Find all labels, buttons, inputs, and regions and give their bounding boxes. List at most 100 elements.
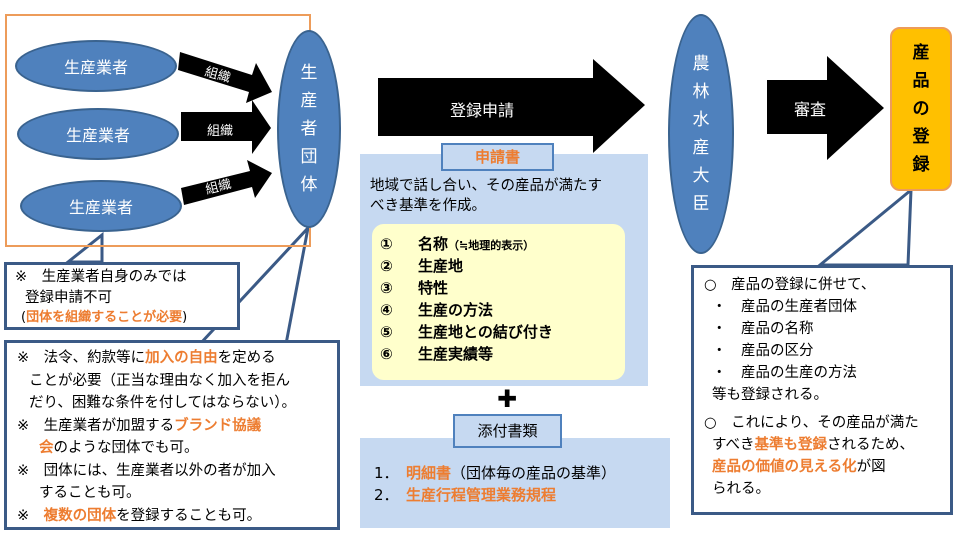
callout-line: ○ これにより、その産品が満た <box>704 415 919 431</box>
attachment-item: 2． 生産行程管理業務規程 <box>374 484 616 506</box>
note-text: することも可。 <box>39 485 141 501</box>
callout-text: されるため、 <box>827 437 914 453</box>
emphasis-text: 複数の団体 <box>43 507 117 524</box>
registration-bullet: ・ 産品の名称 <box>712 321 814 337</box>
producer-group-char: 者 <box>300 119 318 139</box>
callout-producer-only: ※ 生産業者自身のみでは 登録申請不可 (団体を組織することが必要) <box>4 262 240 330</box>
application-item: ② 生産地 <box>380 256 625 278</box>
emphasis-text: 団体を組織することが必要 <box>26 310 183 325</box>
producer-ellipse-1: 生産業者 <box>15 40 177 92</box>
minister-char: 林 <box>692 82 710 102</box>
callout-line: 登録申請不可 <box>25 290 112 306</box>
callout-tail-3 <box>815 186 913 267</box>
callout-text: すべき <box>712 437 755 453</box>
attachments-tag-label: 添付書類 <box>477 422 538 440</box>
organize-arrow-2 <box>181 100 271 154</box>
apply-arrow <box>378 59 645 153</box>
minister-char: 農 <box>692 54 710 74</box>
note-text: を登録することも可。 <box>116 507 262 524</box>
callout-text: が図 <box>856 459 886 475</box>
registration-char: の <box>912 99 930 119</box>
item-note: （≒地理的表示） <box>448 239 535 252</box>
producer-group-char: 体 <box>300 175 318 195</box>
item-label: 名称 <box>418 235 449 253</box>
attachments-tag: 添付書類 <box>453 414 562 448</box>
registration-bullet: ・ 産品の生産者団体 <box>712 299 857 315</box>
item-number: ② <box>380 257 393 275</box>
emphasis-text: 会 <box>39 440 54 456</box>
producer-label: 生産業者 <box>63 58 128 77</box>
item-label: 生産の方法 <box>418 301 494 319</box>
note-text: を定める <box>217 350 276 366</box>
producer-group-char: 団 <box>300 147 318 167</box>
minister-char: 産 <box>692 138 710 158</box>
emphasis-text: 産品の価値の見える化 <box>712 459 857 475</box>
attachments-box: 1．明細書（団体毎の産品の基準）2．生産行程管理業務規程 <box>360 438 670 528</box>
registration-bullet: ・ 産品の区分 <box>712 343 814 359</box>
item-number: ① <box>380 235 393 253</box>
callout-line: ※ 生産業者自身のみでは <box>15 269 187 285</box>
item-label: 特性 <box>418 279 449 297</box>
producer-group-char: 生 <box>300 63 318 83</box>
registration-char: 品 <box>912 71 930 91</box>
producer-label: 生産業者 <box>65 126 130 145</box>
item-note: （団体毎の産品の基準） <box>451 464 617 482</box>
producer-group-char: 産 <box>300 91 318 111</box>
registration-char: 登 <box>912 127 930 147</box>
registration-char: 産 <box>912 43 930 63</box>
product-registration-box: 産品の登録 <box>890 27 952 191</box>
callout-line: られる。 <box>712 481 770 497</box>
registration-bullet: ・ 産品の生産の方法 <box>712 365 857 381</box>
minister-char: 水 <box>692 110 710 130</box>
minister-char: 大 <box>692 166 710 186</box>
callout-registration: ○ 産品の登録に併せて、 ・ 産品の生産者団体・ 産品の名称・ 産品の区分・ 産… <box>691 265 953 515</box>
application-item: ⑤ 生産地との結び付き <box>380 322 625 344</box>
application-intro: べき基準を作成。 <box>370 198 486 214</box>
organize-label-2: 組織 <box>207 124 234 139</box>
review-arrow <box>767 56 884 160</box>
callout-line: ○ 産品の登録に併せて、 <box>704 277 876 293</box>
application-tag-label: 申請書 <box>474 148 520 166</box>
item-number: ⑤ <box>380 323 393 341</box>
callout-line: 等も登録される。 <box>712 387 828 403</box>
item-label: 生産地 <box>418 257 464 275</box>
item-number: ④ <box>380 301 393 319</box>
organize-arrow-3 <box>181 160 272 205</box>
note-text: だり、困難な条件を付してはならない）。 <box>29 395 296 411</box>
review-label: 審査 <box>794 100 827 119</box>
item-number: ⑥ <box>380 345 393 363</box>
note-text: ※ <box>17 507 44 524</box>
application-intro: 地域で話し合い、その産品が満たす <box>370 178 602 194</box>
note-text: のような団体でも可。 <box>53 440 199 456</box>
producer-ellipse-3: 生産業者 <box>20 180 182 232</box>
emphasis-text: 加入の自由 <box>145 350 218 366</box>
item-label: 生産地との結び付き <box>418 323 553 341</box>
producer-label: 生産業者 <box>68 198 133 217</box>
producer-group-ellipse: 生産者団体 <box>277 30 341 228</box>
minister-ellipse: 農林水産大臣 <box>668 14 734 254</box>
application-tag: 申請書 <box>441 143 554 171</box>
minister-char: 臣 <box>692 194 710 214</box>
note-text: ことが必要（正当な理由なく加入を拒ん <box>29 372 290 389</box>
paren: ( <box>21 310 27 325</box>
producer-ellipse-2: 生産業者 <box>17 108 179 160</box>
application-item: ④ 生産の方法 <box>380 300 625 322</box>
item-label: 生産実績等 <box>418 345 494 363</box>
note-text: ※ 団体には、生産業者以外の者が加入 <box>17 462 276 479</box>
emphasis-text: 基準も登録 <box>754 437 828 453</box>
application-items-list: ① 名称（≒地理的表示） ② 生産地 ③ 特性 ④ 生産の方法 ⑤ 生産地との結び付き ⑥ 生産実績等 <box>372 224 625 380</box>
item-number: 2． <box>374 486 399 504</box>
organize-arrow-1 <box>178 52 272 103</box>
item-number: ③ <box>380 279 393 297</box>
paren: ) <box>182 310 188 325</box>
application-item: ① 名称（≒地理的表示） <box>380 234 625 256</box>
apply-label: 登録申請 <box>450 101 515 120</box>
registration-char: 録 <box>912 155 930 175</box>
emphasis-text: ブランド協議 <box>174 417 262 434</box>
note-text: ※ 法令、約款等に <box>17 350 146 366</box>
item-number: 1． <box>374 464 399 482</box>
application-box: 地域で話し合い、その産品が満たす べき基準を作成。 ① 名称（≒地理的表示） ② 生産… <box>360 154 648 386</box>
application-item: ⑥ 生産実績等 <box>380 344 625 366</box>
note-text: ※ 生産業者が加盟する <box>17 417 175 434</box>
item-label: 生産行程管理業務規程 <box>406 486 557 504</box>
